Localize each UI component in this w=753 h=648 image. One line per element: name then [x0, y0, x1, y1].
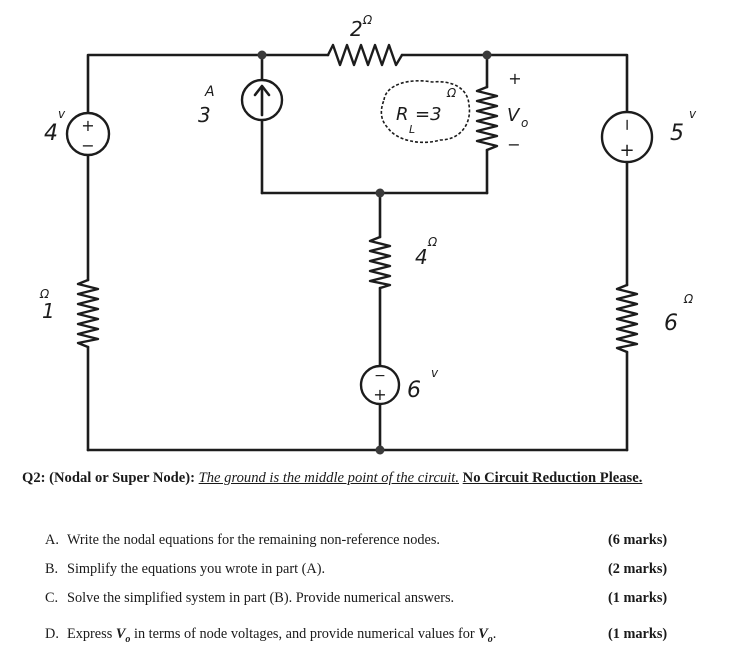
source-minus-sign: −	[618, 118, 637, 131]
resistor-2-ohm	[326, 43, 404, 67]
i-src-unit: A	[204, 84, 215, 100]
resistor-6-ohm	[615, 283, 639, 354]
source-plus-sign: +	[81, 116, 94, 135]
r-left-value: 1	[42, 299, 55, 323]
rl-unit: Ω	[446, 86, 457, 100]
v-left-unit: v	[58, 107, 66, 121]
r-left-unit: Ω	[39, 287, 50, 301]
load-resistor-highlight	[380, 80, 471, 144]
task-text-mid: in terms of node voltages, and provide n…	[133, 626, 475, 642]
v-mid-value: 6	[407, 378, 421, 403]
v-right-value: 5	[670, 121, 684, 146]
v-mid-unit: v	[431, 366, 439, 380]
nodes	[257, 50, 492, 455]
task-item: B. Simplify the equations you wrote in pa…	[45, 561, 745, 583]
source-minus-sign: −	[374, 368, 386, 384]
task-letter: A.	[45, 532, 59, 548]
i-src-value: 3	[198, 103, 211, 127]
resistor-1-ohm	[76, 278, 100, 349]
voltage-source-4v: + −	[65, 111, 111, 157]
task-marks: (6 marks)	[608, 532, 668, 548]
node-dot	[257, 50, 267, 60]
task-text: Solve the simplified system in part (B).…	[67, 590, 455, 606]
task-text-pre: Express	[67, 626, 113, 642]
task-text: Write the nodal equations for the remain…	[67, 532, 440, 548]
task-item: D. Express Vo in terms of node voltages, …	[45, 626, 745, 648]
r-right-unit: Ω	[683, 292, 694, 306]
vo-minus: −	[507, 135, 520, 154]
voltage-source-5v: − +	[600, 110, 654, 164]
node-dot	[375, 188, 385, 198]
source-plus-sign: +	[619, 140, 634, 161]
vo-subscript: o	[521, 116, 528, 130]
source-plus-sign: +	[373, 385, 386, 404]
wires	[86, 53, 629, 452]
task-marks: (1 marks)	[608, 626, 668, 642]
task-item: A. Write the nodal equations for the rema…	[45, 532, 745, 554]
voltage-source-6v: − +	[359, 364, 401, 406]
r-mid-value: 4	[415, 245, 428, 269]
r-top-value: 2	[350, 17, 363, 41]
task-item: C. Solve the simplified system in part (B…	[45, 590, 745, 612]
task-letter: B.	[45, 561, 59, 577]
r-mid-unit: Ω	[427, 235, 438, 249]
task-letter: D.	[45, 626, 59, 642]
r-right-value: 6	[664, 311, 678, 336]
resistor-load	[475, 85, 499, 152]
vo-symbol: Vo	[115, 626, 131, 645]
vo-label: V	[507, 105, 521, 126]
question-title: Q2: (Nodal or Super Node): The ground is…	[22, 470, 747, 487]
task-marks: (1 marks)	[608, 590, 668, 606]
rl-subscript: L	[409, 123, 415, 136]
node-dot	[375, 445, 385, 455]
r-top-unit: Ω	[362, 13, 373, 27]
task-marks: (2 marks)	[608, 561, 668, 577]
resistor-4-ohm	[368, 235, 392, 290]
rl-value: =3	[415, 104, 442, 125]
v-right-unit: v	[689, 107, 697, 121]
question-label: Q2: (Nodal or Super Node):	[22, 470, 195, 486]
vo-plus: +	[508, 69, 521, 88]
circuit-diagram: + − − + − + 2 Ω 3 A R L =3 Ω + V o − 4 v…	[39, 13, 697, 455]
current-source-3a	[240, 78, 284, 122]
task-letter: C.	[45, 590, 59, 606]
task-text-end: .	[492, 626, 497, 642]
v-left-value: 4	[44, 121, 58, 146]
rl-symbol: R	[396, 104, 409, 125]
node-dot	[482, 50, 492, 60]
vo-symbol: Vo	[478, 626, 493, 645]
question-note: No Circuit Reduction Please.	[462, 470, 643, 486]
question-instruction: The ground is the middle point of the ci…	[198, 470, 459, 486]
source-minus-sign: −	[81, 136, 94, 155]
task-text: Simplify the equations you wrote in part…	[67, 561, 326, 577]
